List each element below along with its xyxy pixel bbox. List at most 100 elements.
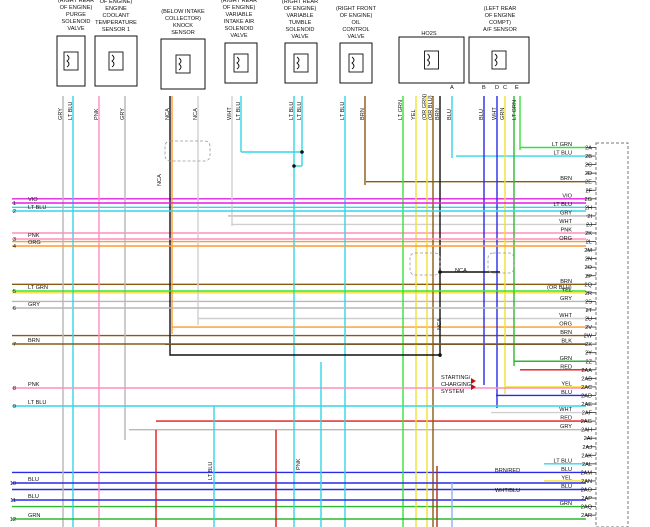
- component-caption-ocv-2: OIL: [351, 20, 360, 26]
- coil-icon: [348, 53, 364, 73]
- pin-label-2r: 2R: [585, 291, 592, 297]
- wire-label-af-4: LT GRN: [512, 100, 518, 120]
- pin-label-2ap: 2AP: [581, 496, 592, 502]
- splice-dot-0: [300, 150, 304, 154]
- row-label-2q: BRN: [560, 279, 572, 285]
- piezo-icon-body: [175, 54, 191, 74]
- row-label-2ad: BLU: [561, 390, 572, 396]
- component-caption-ect-2: ENGINE: [105, 6, 127, 12]
- component-box-tumble: [284, 42, 318, 84]
- component-caption-viasv-0: (RIGHT REAR: [221, 0, 257, 4]
- component-caption-ect-1: OF ENGINE): [100, 0, 133, 5]
- pin-af-B: B: [482, 85, 486, 91]
- pin-label-2an: 2AN: [581, 479, 592, 485]
- splice-dot-1: [292, 164, 296, 168]
- starting-charging-1: CHARGING: [441, 382, 471, 388]
- component-box-viasv: [224, 42, 258, 84]
- pin-label-2i: 2I: [587, 214, 592, 220]
- row-label-2j: WHT: [559, 219, 572, 225]
- wire-label-ect-1: GRY: [120, 108, 126, 120]
- left-label-3: PNK: [28, 233, 40, 239]
- component-box-purge: [56, 35, 86, 87]
- row-label-2z: GRN: [560, 356, 572, 362]
- knock-shield-nca: [169, 96, 440, 356]
- left-label-10: BLU: [28, 477, 39, 483]
- component-box-af: [468, 36, 530, 84]
- component-caption-tumble-4: SOLENOID: [286, 27, 315, 33]
- component-caption-knock-3: SENSOR: [171, 30, 195, 36]
- pin-label-2ar: 2AR: [581, 513, 592, 519]
- row-label-2aq: GRN: [560, 501, 572, 507]
- component-caption-ocv-0: (RIGHT FRONT: [336, 6, 377, 12]
- shield-outline-1: [409, 252, 441, 276]
- splice-dot-2: [438, 270, 442, 274]
- pin-af-C: C: [503, 85, 507, 91]
- coil-icon-winding: [296, 56, 300, 70]
- coil-icon-body: [293, 53, 309, 73]
- af-sensor-icon-winding: [494, 53, 498, 67]
- wire-label-ocv-0: LT BLU: [340, 102, 346, 120]
- pin-af-A: A: [450, 85, 454, 91]
- left-label-9: LT BLU: [28, 400, 46, 406]
- pin-label-2ak: 2AK: [581, 453, 592, 459]
- coil-icon-body: [348, 53, 364, 73]
- wht-blu-label: WHT/BLU: [495, 488, 520, 494]
- left-number-8: 8: [13, 386, 16, 392]
- left-label-2: LT BLU: [28, 205, 46, 211]
- left-label-8: PNK: [28, 382, 40, 388]
- pin-label-2j: 2J: [586, 222, 592, 228]
- component-caption-viasv-4: SOLENOID: [225, 26, 254, 32]
- pin-label-2ao: 2AO: [581, 488, 593, 494]
- component-caption-purge-3: SOLENOID: [62, 19, 91, 25]
- pin-label-2m: 2M: [584, 248, 592, 254]
- row-label-2w: BRN: [560, 330, 572, 336]
- component-caption-ocv-4: VALVE: [347, 34, 364, 40]
- left-label-12: GRN: [28, 513, 40, 519]
- pin-label-2ad: 2AD: [581, 393, 592, 399]
- row-label-2i: GRY: [560, 210, 572, 216]
- row-label-2ah: GRY: [560, 424, 572, 430]
- left-label-7: BRN: [28, 338, 40, 344]
- wire-label-knock-0: NCA: [165, 108, 171, 120]
- left-number-11: 11: [10, 498, 16, 504]
- pin-label-2am: 2AM: [580, 470, 592, 476]
- starting-charging-arrow-icon: [471, 378, 476, 390]
- splice-dot-3: [438, 353, 442, 357]
- row-label-2b: LT BLU: [554, 151, 572, 157]
- row-label-2ac: YEL: [561, 381, 572, 387]
- wire-label-ho2s-3: (OR BLU): [428, 95, 434, 120]
- shield-outline-2: [487, 252, 515, 274]
- pin-label-2aj: 2AJ: [582, 445, 592, 451]
- shield-outline-0: [164, 140, 211, 162]
- pin-label-2ai: 2AI: [584, 436, 593, 442]
- wire-label-af-2: WHT: [492, 107, 498, 120]
- pin-label-2z: 2Z: [585, 359, 592, 365]
- row-label-2h: LT BLU: [554, 202, 572, 208]
- wire-label-viasv-1: LT BLU: [236, 102, 242, 120]
- wire-label-ho2s-1: YEL: [411, 109, 417, 120]
- pin-label-2d: 2D: [585, 171, 592, 177]
- component-caption-tumble-1: OF ENGINE): [284, 6, 317, 12]
- left-number-9: 9: [13, 404, 16, 410]
- pin-label-2e: 2E: [585, 180, 592, 186]
- pin-label-2u: 2U: [585, 317, 592, 323]
- pin-label-2af: 2AF: [582, 411, 593, 417]
- wire-label-ho2s-0: LT GRN: [398, 100, 404, 120]
- pin-label-2l: 2L: [586, 240, 592, 246]
- ecm-connector: [595, 142, 629, 527]
- pin-label-2ac: 2AC: [581, 385, 592, 391]
- brn-red-label: BRN/RED: [495, 468, 520, 474]
- lower-pnk-label: PNK: [296, 458, 302, 470]
- pin-label-2ah: 2AH: [581, 428, 592, 434]
- pin-label-2al: 2AL: [582, 462, 592, 468]
- pin-label-2f: 2F: [585, 188, 592, 194]
- wire-label-ocv-1: BRN: [360, 108, 366, 120]
- left-number-2: 2: [13, 209, 16, 215]
- row-label-2aa: RED: [560, 364, 572, 370]
- thermistor-icon-body: [108, 51, 124, 71]
- coil-icon-winding: [236, 56, 240, 70]
- pin-label-2n: 2N: [585, 257, 592, 263]
- component-caption-viasv-1: OF ENGINE): [223, 5, 256, 11]
- wire-label-purge-1: LT BLU: [68, 102, 74, 120]
- component-caption-tumble-5: VALVE: [291, 34, 308, 40]
